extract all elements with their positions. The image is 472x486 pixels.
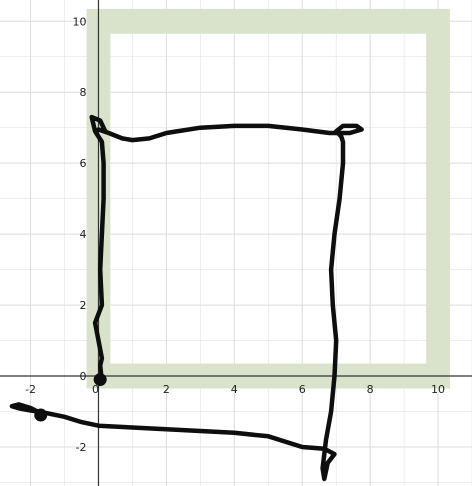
y-tick-label: -2: [76, 441, 87, 454]
y-tick-label: 2: [79, 299, 86, 312]
y-tick-label: 4: [79, 228, 86, 241]
x-tick-label: 2: [163, 383, 170, 396]
x-tick-label: 8: [367, 383, 374, 396]
y-tick-label: 6: [79, 157, 86, 170]
x-tick-label: 0: [92, 383, 99, 396]
y-tick-label: 8: [79, 86, 86, 99]
tick-labels: -2 0 2 4 6 8 10 -2 0 2 4 6 8 10: [25, 15, 445, 454]
y-tick-label: 0: [79, 370, 86, 383]
x-tick-label: -2: [25, 383, 36, 396]
x-tick-label: 6: [299, 383, 306, 396]
freehand-strokes: [9, 114, 364, 482]
y-tick-label: 10: [72, 15, 86, 28]
x-tick-label: 4: [231, 383, 238, 396]
ink-dot: [34, 408, 48, 422]
freehand-stroke: [9, 114, 364, 482]
ink-dot: [93, 373, 107, 387]
x-tick-label: 10: [431, 383, 445, 396]
